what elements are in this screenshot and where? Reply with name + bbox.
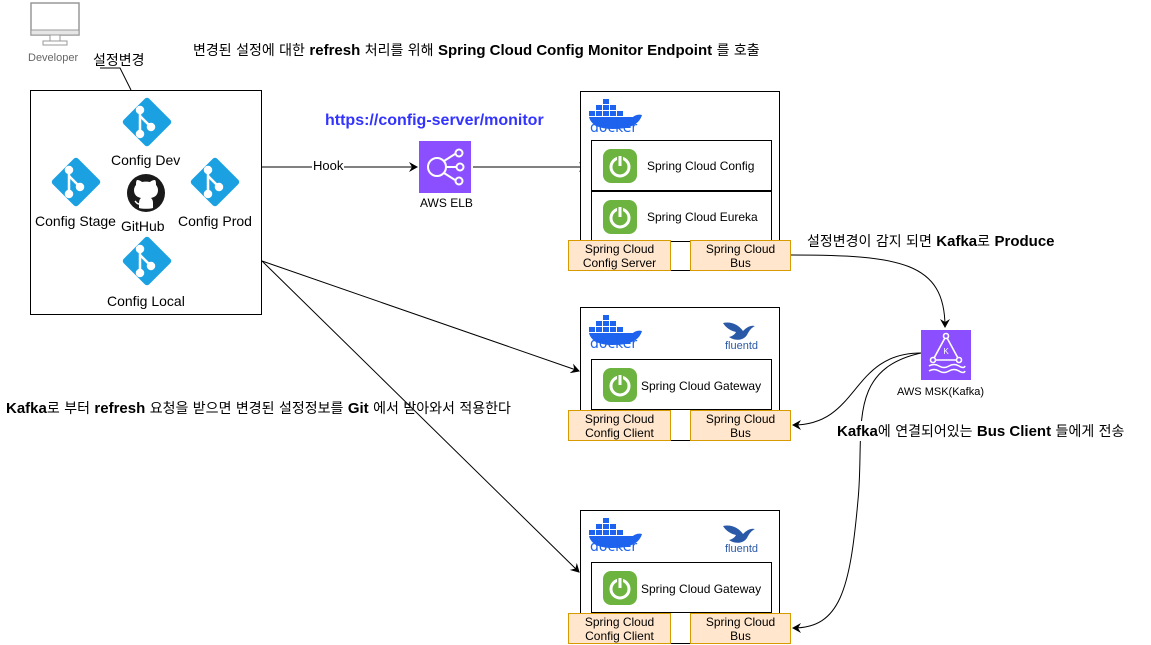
docker-logo-icon <box>589 518 642 548</box>
developer-node: Developer <box>28 2 84 64</box>
tag-bus-client-2: Spring Cloud Bus <box>690 613 791 644</box>
git-repo-prod-label: Config Prod <box>178 213 252 229</box>
fluentd-word: fluentd <box>725 543 759 555</box>
github-to-client1-arrow <box>261 260 580 374</box>
developer-label: Developer <box>28 52 79 64</box>
git-repo-dev-icon <box>122 97 172 147</box>
service-eureka: Spring Cloud Eureka <box>591 191 772 242</box>
refresh-note: Kafka로 부터 refresh 요청을 받으면 변경된 설정정보를 Git … <box>6 400 511 417</box>
transfer-note: Kafka에 연결되어있는 Bus Client 들에게 전송 <box>837 421 1125 441</box>
docker-logo-icon <box>589 99 642 129</box>
msk-to-client1-arrow <box>792 352 922 430</box>
github-label: GitHub <box>121 218 165 234</box>
github-octocat-icon <box>127 174 165 212</box>
spring-icon <box>603 149 637 183</box>
aws-msk-label: AWS MSK(Kafka) <box>897 386 984 398</box>
git-repo-stage-icon <box>51 157 101 207</box>
msk-to-client2-arrow <box>792 352 922 633</box>
hook-label: Hook <box>312 158 345 173</box>
service-gateway-1-label: Spring Cloud Gateway <box>641 379 762 393</box>
tag-bus-server: Spring Cloud Bus <box>690 240 791 271</box>
fluentd-word: fluentd <box>725 340 759 352</box>
developer-to-github-line <box>100 67 132 91</box>
top-note: 변경된 설정에 대한 refresh 처리를 위해 Spring Cloud C… <box>193 42 760 59</box>
service-config-label: Spring Cloud Config <box>647 159 755 173</box>
service-gateway-2-label: Spring Cloud Gateway <box>641 582 762 596</box>
docker-word: docker <box>590 336 638 352</box>
spring-icon <box>603 571 637 605</box>
tag-config-client-2: Spring Cloud Config Client <box>568 613 671 644</box>
git-repo-dev-label: Config Dev <box>111 152 181 168</box>
monitor-icon <box>30 2 80 46</box>
service-eureka-label: Spring Cloud Eureka <box>647 210 758 224</box>
aws-elb-label: AWS ELB <box>420 196 473 210</box>
svg-text:K: K <box>943 347 949 356</box>
tag-bus-client-1: Spring Cloud Bus <box>690 410 791 441</box>
produce-note: 설정변경이 감지 되면 Kafka로 Produce <box>807 233 1055 250</box>
tag-config-server: Spring Cloud Config Server <box>568 240 671 271</box>
spring-icon <box>603 200 637 234</box>
service-config: Spring Cloud Config <box>591 140 772 191</box>
fluentd-bird-icon <box>723 525 755 543</box>
spring-icon <box>603 368 637 402</box>
docker-word: docker <box>590 539 638 555</box>
git-repo-stage-label: Config Stage <box>35 213 116 229</box>
service-gateway-2: Spring Cloud Gateway <box>591 562 772 613</box>
git-repo-prod-icon <box>190 157 240 207</box>
github-box: Config Dev Config Stage Config Prod Conf… <box>30 90 262 315</box>
github-to-client2-arrow <box>261 260 580 573</box>
git-repo-local-label: Config Local <box>107 293 185 309</box>
aws-msk-icon: K <box>921 330 971 380</box>
bus-to-msk-arrow <box>790 254 950 328</box>
service-gateway-1: Spring Cloud Gateway <box>591 359 772 410</box>
fluentd-bird-icon <box>723 322 755 340</box>
git-repo-local-icon <box>122 236 172 286</box>
docker-word: docker <box>590 120 638 136</box>
aws-elb-icon <box>419 141 471 193</box>
docker-logo-icon <box>589 315 642 345</box>
tag-config-client-1: Spring Cloud Config Client <box>568 410 671 441</box>
monitor-url: https://config-server/monitor <box>325 112 544 129</box>
developer-action-label: 설정변경 <box>93 53 145 69</box>
